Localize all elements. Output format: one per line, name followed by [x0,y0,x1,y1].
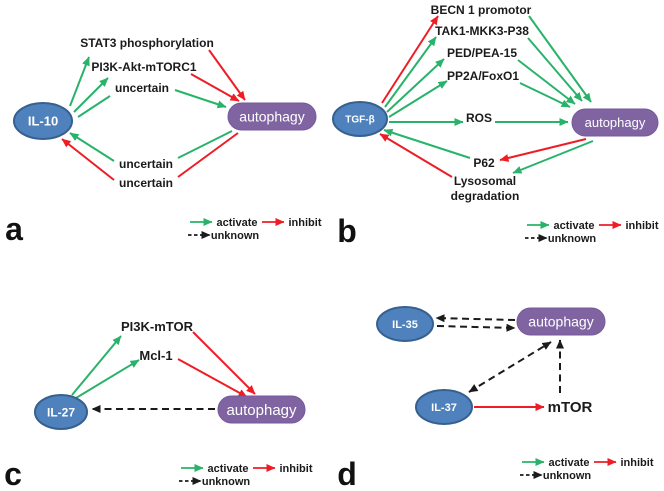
legend-activate-label: activate [217,217,258,229]
panel-letter-b: b [337,213,357,246]
node-label-autophagy: autophagy [239,109,304,125]
legend-activate-label: activate [208,463,249,475]
arrow-inhibit [208,49,246,101]
arrow-activate [512,140,594,174]
pathway-label: PED/PEA-15 [447,46,517,60]
arrow-activate [71,335,122,396]
pathway-label: Mcl-1 [139,348,172,363]
pathway-label: Lysosomal [454,174,516,188]
node-il-37 [415,389,473,425]
arrow-inhibit [499,138,587,162]
arrow-inhibit [190,73,240,102]
node-label-il-37: IL-37 [431,402,457,414]
panel-letter-c: c [4,456,22,491]
arrow-inhibit [381,15,439,104]
pathway-label: mTOR [548,399,593,416]
arrow-activate [73,77,109,113]
arrow-unknown [468,341,552,393]
arrow-inhibit [177,132,239,178]
pathway-label: uncertain [115,81,169,95]
node-label-il-10: IL-10 [28,114,58,129]
pathway-label: BECN 1 promotor [431,3,532,17]
arrow-activate [527,37,583,102]
legend-activate-label: activate [554,220,595,232]
node-label-autophagy: autophagy [528,314,593,330]
node-autophagy [217,395,306,424]
arrow-activate [519,82,571,108]
arrow-activate [174,89,227,109]
pathway-label: PP2A/FoxO1 [447,69,519,83]
pathway-label: ROS [466,111,492,125]
pathway-label: PI3K-Akt-mTORC1 [91,60,196,74]
node-label-autophagy: autophagy [226,402,297,419]
legend-unknown-label: unknown [202,476,251,488]
pathway-label: PI3K-mTOR [121,319,194,334]
node-il-35 [376,306,434,342]
node-label-autophagy: autophagy [585,115,646,130]
arrow-activate [75,359,140,399]
node-label-il-27: IL-27 [47,405,75,419]
panel-letter-a: a [5,211,23,246]
node-il-27 [34,394,88,430]
arrow-activate [386,58,445,113]
pathway-label: P62 [473,156,495,170]
node-autophagy [571,108,659,137]
panel-c-canvas: PI3K-mTOR Mcl-1IL-27 autophagy activate inhi… [4,319,313,491]
arrow-activate [517,59,576,105]
arrow-activate [177,130,233,159]
arrow-inhibit [379,133,453,178]
pathway-label: STAT3 phosphorylation [80,36,214,50]
node-il-10 [13,102,73,140]
arrow-activate [383,128,471,159]
node-autophagy [227,102,317,131]
legend-inhibit-label: inhibit [621,457,654,469]
arrow-inhibit [61,138,115,181]
arrow-activate [384,36,437,108]
arrow-unknown [435,314,516,323]
legend-activate-label: activate [549,457,590,469]
legend-inhibit-label: inhibit [289,217,322,229]
pathway-label: degradation [451,189,520,203]
pathway-label: uncertain [119,176,173,190]
arrow-inhibit [192,331,256,395]
arrow-unknown [436,323,516,332]
legend-unknown-label: unknown [211,230,260,242]
arrow-activate [69,56,90,107]
pathway-label: TAK1-MKK3-P38 [435,24,529,38]
node-autophagy [516,307,606,336]
node-label-tgf-: TGF-β [345,115,374,126]
arrow-activate [388,80,448,118]
arrow-activate [528,15,592,103]
node-tgf- [332,101,388,137]
arrow-activate [69,132,115,162]
legend-inhibit-label: inhibit [626,220,659,232]
arrow-inhibit [177,358,248,398]
legend-unknown-label: unknown [543,470,592,482]
panel-b-canvas: BECN 1 promotorTAK1-MKK3-P38PED/PEA-15PP… [332,3,659,246]
panel-letter-d: d [337,456,357,491]
node-label-il-35: IL-35 [392,319,418,331]
pathway-label: uncertain [119,157,173,171]
legend-unknown-label: unknown [548,233,597,245]
legend-inhibit-label: inhibit [280,463,313,475]
arrow-activate [77,95,111,118]
